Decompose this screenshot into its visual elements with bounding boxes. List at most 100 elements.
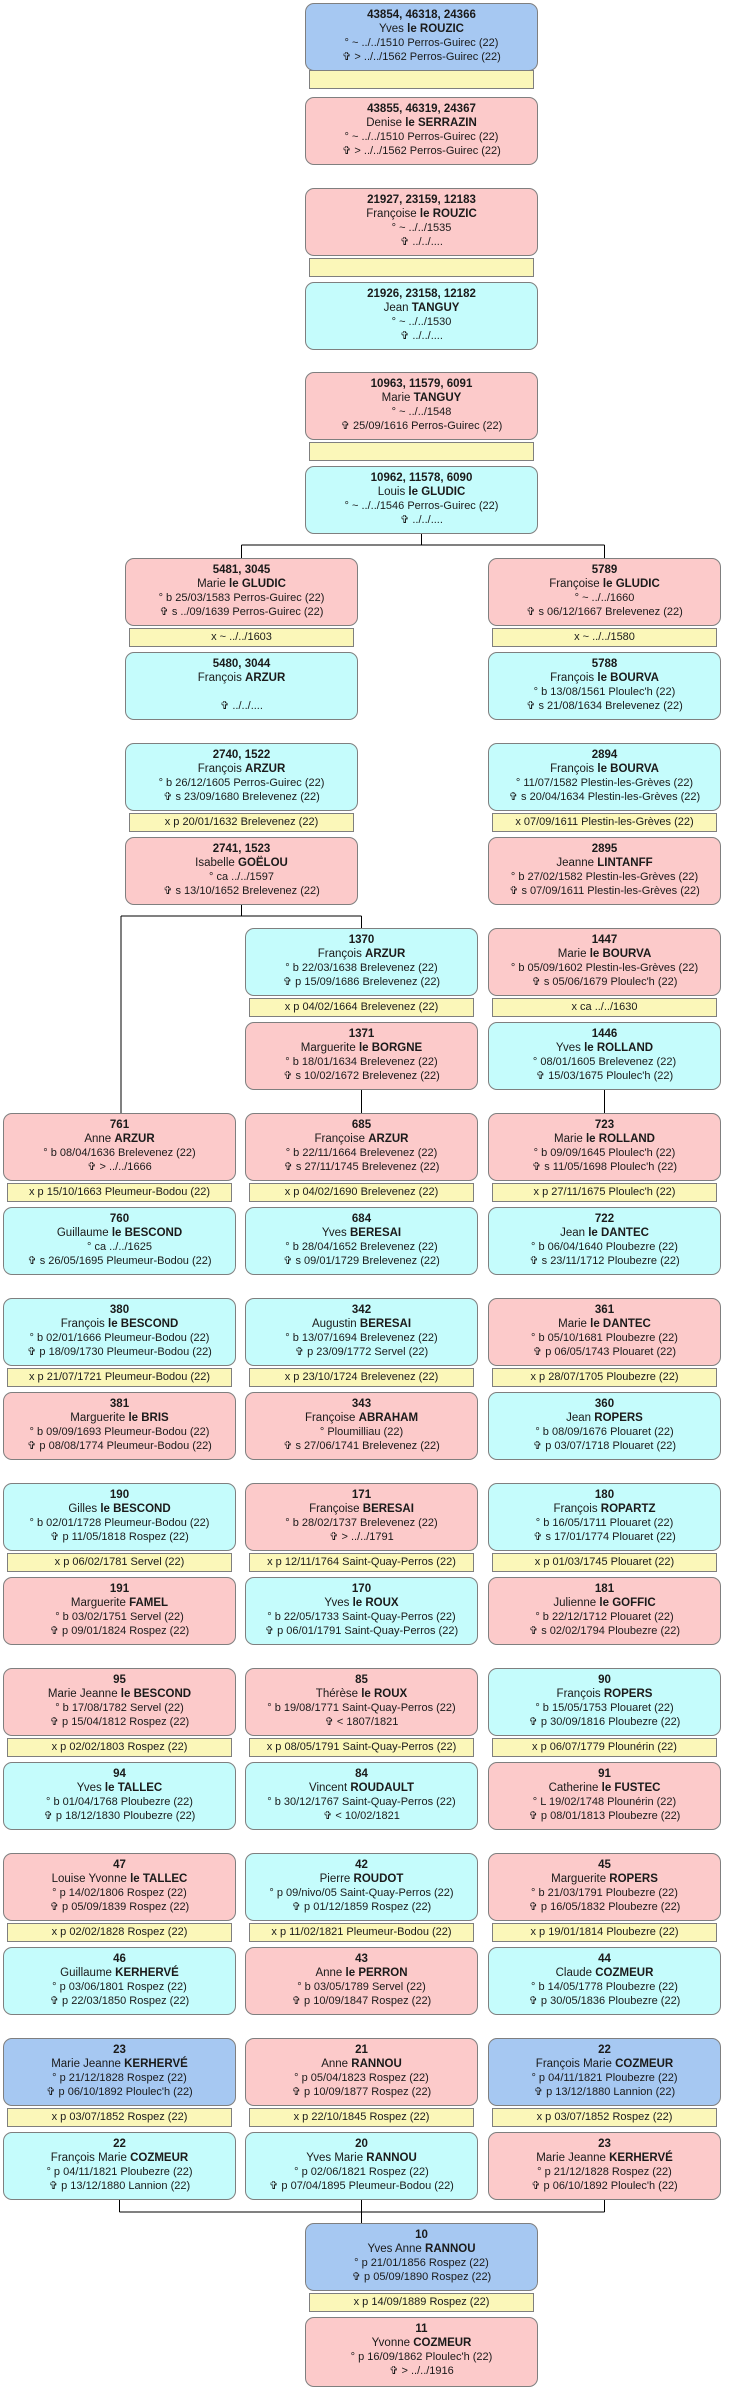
person-name: François ROPARTZ bbox=[489, 1502, 720, 1516]
marriage-label: x p 01/03/1745 Plouaret (22) bbox=[492, 1553, 717, 1572]
given-name: Yves Marie bbox=[306, 2152, 364, 2164]
given-name: Isabelle bbox=[195, 857, 235, 869]
person-name: Louise Yvonne le TALLEC bbox=[4, 1872, 235, 1886]
birth-line: ° b 01/04/1768 Ploubezre (22) bbox=[46, 1796, 193, 1808]
person-name: Marie Jeanne le BESCOND bbox=[4, 1687, 235, 1701]
marriage-label bbox=[309, 258, 534, 277]
given-name: Françoise bbox=[366, 208, 417, 220]
surname: le ROUX bbox=[352, 1597, 399, 1609]
marriage-label bbox=[309, 70, 534, 89]
death-line: ✞ s 26/05/1695 Pleumeur-Bodou (22) bbox=[27, 1255, 212, 1267]
surname: le GLUDIC bbox=[602, 578, 660, 590]
given-name: François bbox=[553, 1503, 598, 1515]
person-name: Marguerite ROPERS bbox=[489, 1872, 720, 1886]
person-name: Denise le SERRAZIN bbox=[306, 116, 537, 130]
given-name: Vincent bbox=[308, 1782, 348, 1794]
surname: le TALLEC bbox=[130, 1873, 188, 1885]
sosa-number: 95 bbox=[113, 1674, 126, 1686]
person-name: François ARZUR bbox=[126, 671, 357, 685]
person-name: Pierre ROUDOT bbox=[246, 1872, 477, 1886]
birth-line: ° L 19/02/1748 Plounérin (22) bbox=[532, 1796, 677, 1808]
sosa-number: 85 bbox=[355, 1674, 368, 1686]
person-name: Marie le ROLLAND bbox=[489, 1132, 720, 1146]
birth-line: ° Ploumilliau (22) bbox=[319, 1426, 404, 1438]
death-line: ✞ p 23/09/1772 Servel (22) bbox=[294, 1346, 429, 1358]
surname: ROPERS bbox=[594, 1412, 643, 1424]
surname: RANNOU bbox=[351, 2058, 402, 2070]
death-line: ✞ s 05/06/1679 Ploulec'h (22) bbox=[531, 976, 678, 988]
given-name: Yves bbox=[324, 1597, 350, 1609]
sosa-number: 10 bbox=[415, 2229, 428, 2241]
birth-line: ° ~ ../../1510 Perros-Guirec (22) bbox=[344, 37, 499, 49]
death-line: ✞ p 11/05/1818 Rospez (22) bbox=[50, 1531, 189, 1543]
given-name: Marie bbox=[554, 1133, 583, 1145]
surname: BERESAI bbox=[362, 1503, 414, 1515]
given-name: François bbox=[197, 763, 242, 775]
person-name: Françoise ABRAHAM bbox=[246, 1411, 477, 1425]
death-line: ✞ s 11/05/1698 Ploulec'h (22) bbox=[531, 1161, 678, 1173]
given-name: Marie bbox=[557, 948, 587, 960]
person-name: Yves le TALLEC bbox=[4, 1781, 235, 1795]
death-line: ✞ p 06/01/1791 Saint-Quay-Perros (22) bbox=[264, 1625, 459, 1637]
birth-line: ° b 05/09/1602 Plestin-les-Grèves (22) bbox=[510, 962, 699, 974]
given-name: Gilles bbox=[68, 1503, 98, 1515]
